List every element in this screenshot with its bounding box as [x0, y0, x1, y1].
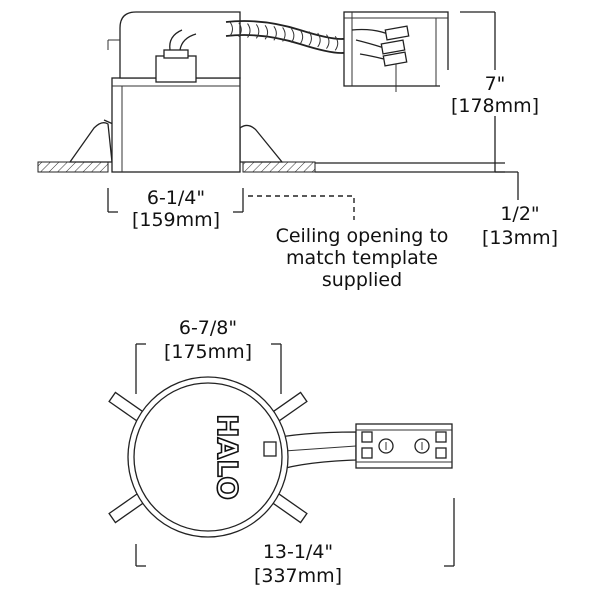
flange-in: 1/2" [500, 203, 539, 225]
conduit-coil [334, 36, 339, 51]
height-text-bg [440, 70, 550, 116]
flange-mm: [13mm] [482, 227, 558, 249]
width-mm: [159mm] [132, 209, 220, 231]
housing-can [111, 77, 241, 173]
note-line1: Ceiling opening to [276, 225, 449, 247]
conduit-coil [229, 21, 233, 37]
conduit-coil [247, 23, 251, 38]
conduit-coil [255, 24, 260, 39]
conduit-coil [264, 24, 269, 40]
side-view: 7" [178mm] 1/2" [13mm] 6-1/4" [159mm] Ce… [37, 11, 558, 291]
left-trim [68, 122, 113, 163]
wire-nuts [351, 25, 410, 92]
conduit-coil [282, 27, 286, 42]
housing-inner-ring [133, 382, 283, 532]
diameter-mm: [175mm] [164, 341, 252, 363]
conduit-coil [238, 22, 242, 38]
length-mm: [337mm] [254, 565, 342, 587]
note-leader [248, 195, 355, 220]
top-view: 6-7/8" [175mm] HALO [108, 317, 455, 587]
height-mm: [178mm] [451, 95, 539, 117]
top-junction-box [355, 423, 453, 469]
height-in: 7" [485, 73, 506, 95]
socket-top [163, 49, 189, 59]
conduit-coil [290, 28, 295, 43]
conduit-coil [317, 32, 321, 48]
brand-logo: HALO [211, 414, 244, 500]
conduit-coil [299, 29, 304, 45]
ceiling-left [37, 161, 109, 173]
conduit-coil [273, 25, 277, 41]
right-trim [239, 124, 284, 163]
upper-housing [119, 11, 241, 79]
note-line3: supplied [322, 269, 402, 291]
conduit-coil [326, 34, 330, 49]
socket-wires [169, 29, 197, 51]
flex-conduit [225, 20, 349, 54]
diameter-in: 6-7/8" [179, 317, 237, 339]
socket [155, 55, 197, 83]
length-in: 13-1/4" [263, 541, 333, 563]
conduit-coil [308, 31, 312, 46]
note-line2: match template [286, 247, 438, 269]
knockouts [361, 431, 447, 459]
housing-clip [263, 441, 277, 457]
width-in: 6-1/4" [147, 187, 205, 209]
housing-outer-ring [127, 376, 289, 538]
ceiling-right [242, 161, 316, 173]
